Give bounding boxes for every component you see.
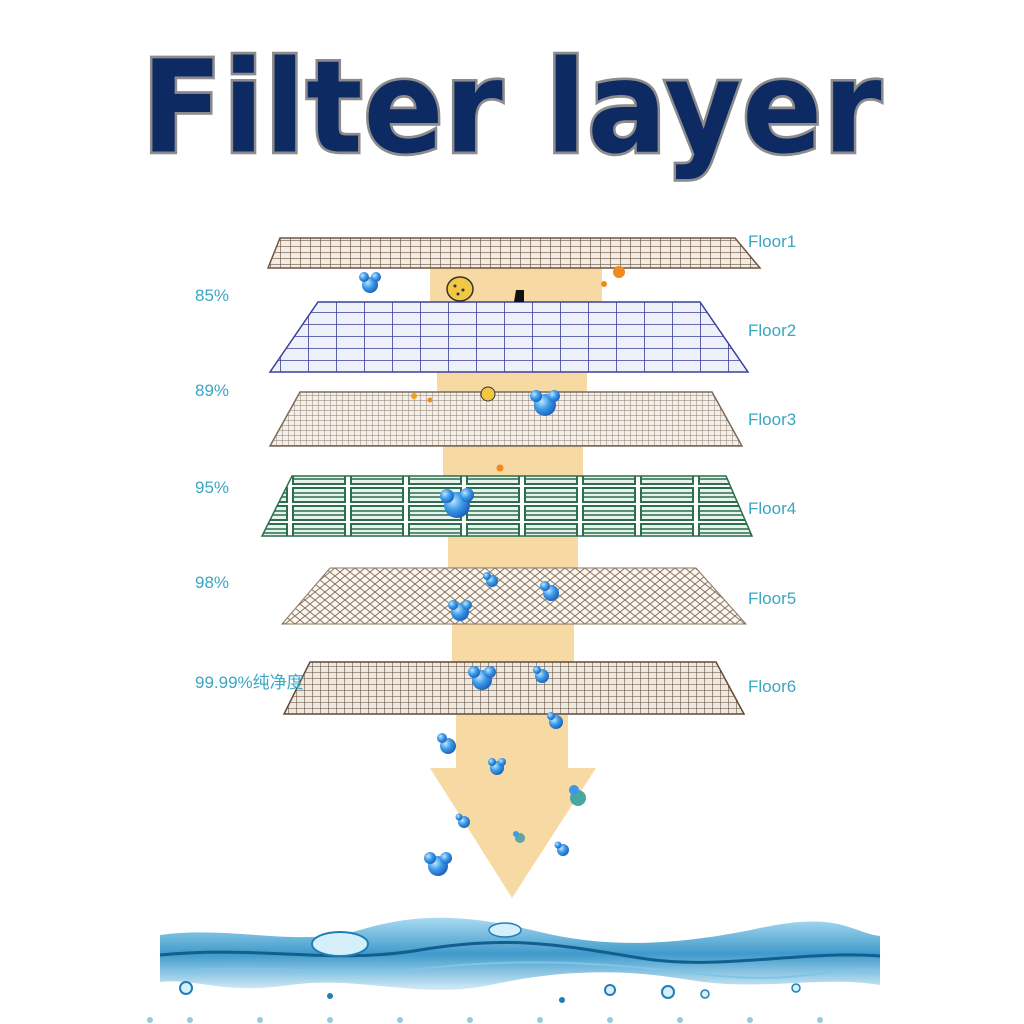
percent-label-5: 99.99%纯净度 (195, 668, 304, 693)
floor-label-5: Floor5 (748, 589, 796, 609)
layer-3 (270, 392, 742, 446)
percent-label-3: 95% (195, 478, 229, 498)
layer-6 (284, 662, 744, 714)
water-surface (147, 918, 880, 1023)
floor-label-1: Floor1 (748, 232, 796, 252)
layer-4 (262, 476, 752, 536)
layer-1 (268, 238, 760, 268)
percent-label-1: 85% (195, 286, 229, 306)
floor-label-6: Floor6 (748, 677, 796, 697)
floor-label-3: Floor3 (748, 410, 796, 430)
percent-label-4: 98% (195, 573, 229, 593)
floor-label-4: Floor4 (748, 499, 796, 519)
floor-label-2: Floor2 (748, 321, 796, 341)
layer-2 (270, 302, 748, 372)
layer-5 (282, 568, 746, 624)
percent-label-2: 89% (195, 381, 229, 401)
